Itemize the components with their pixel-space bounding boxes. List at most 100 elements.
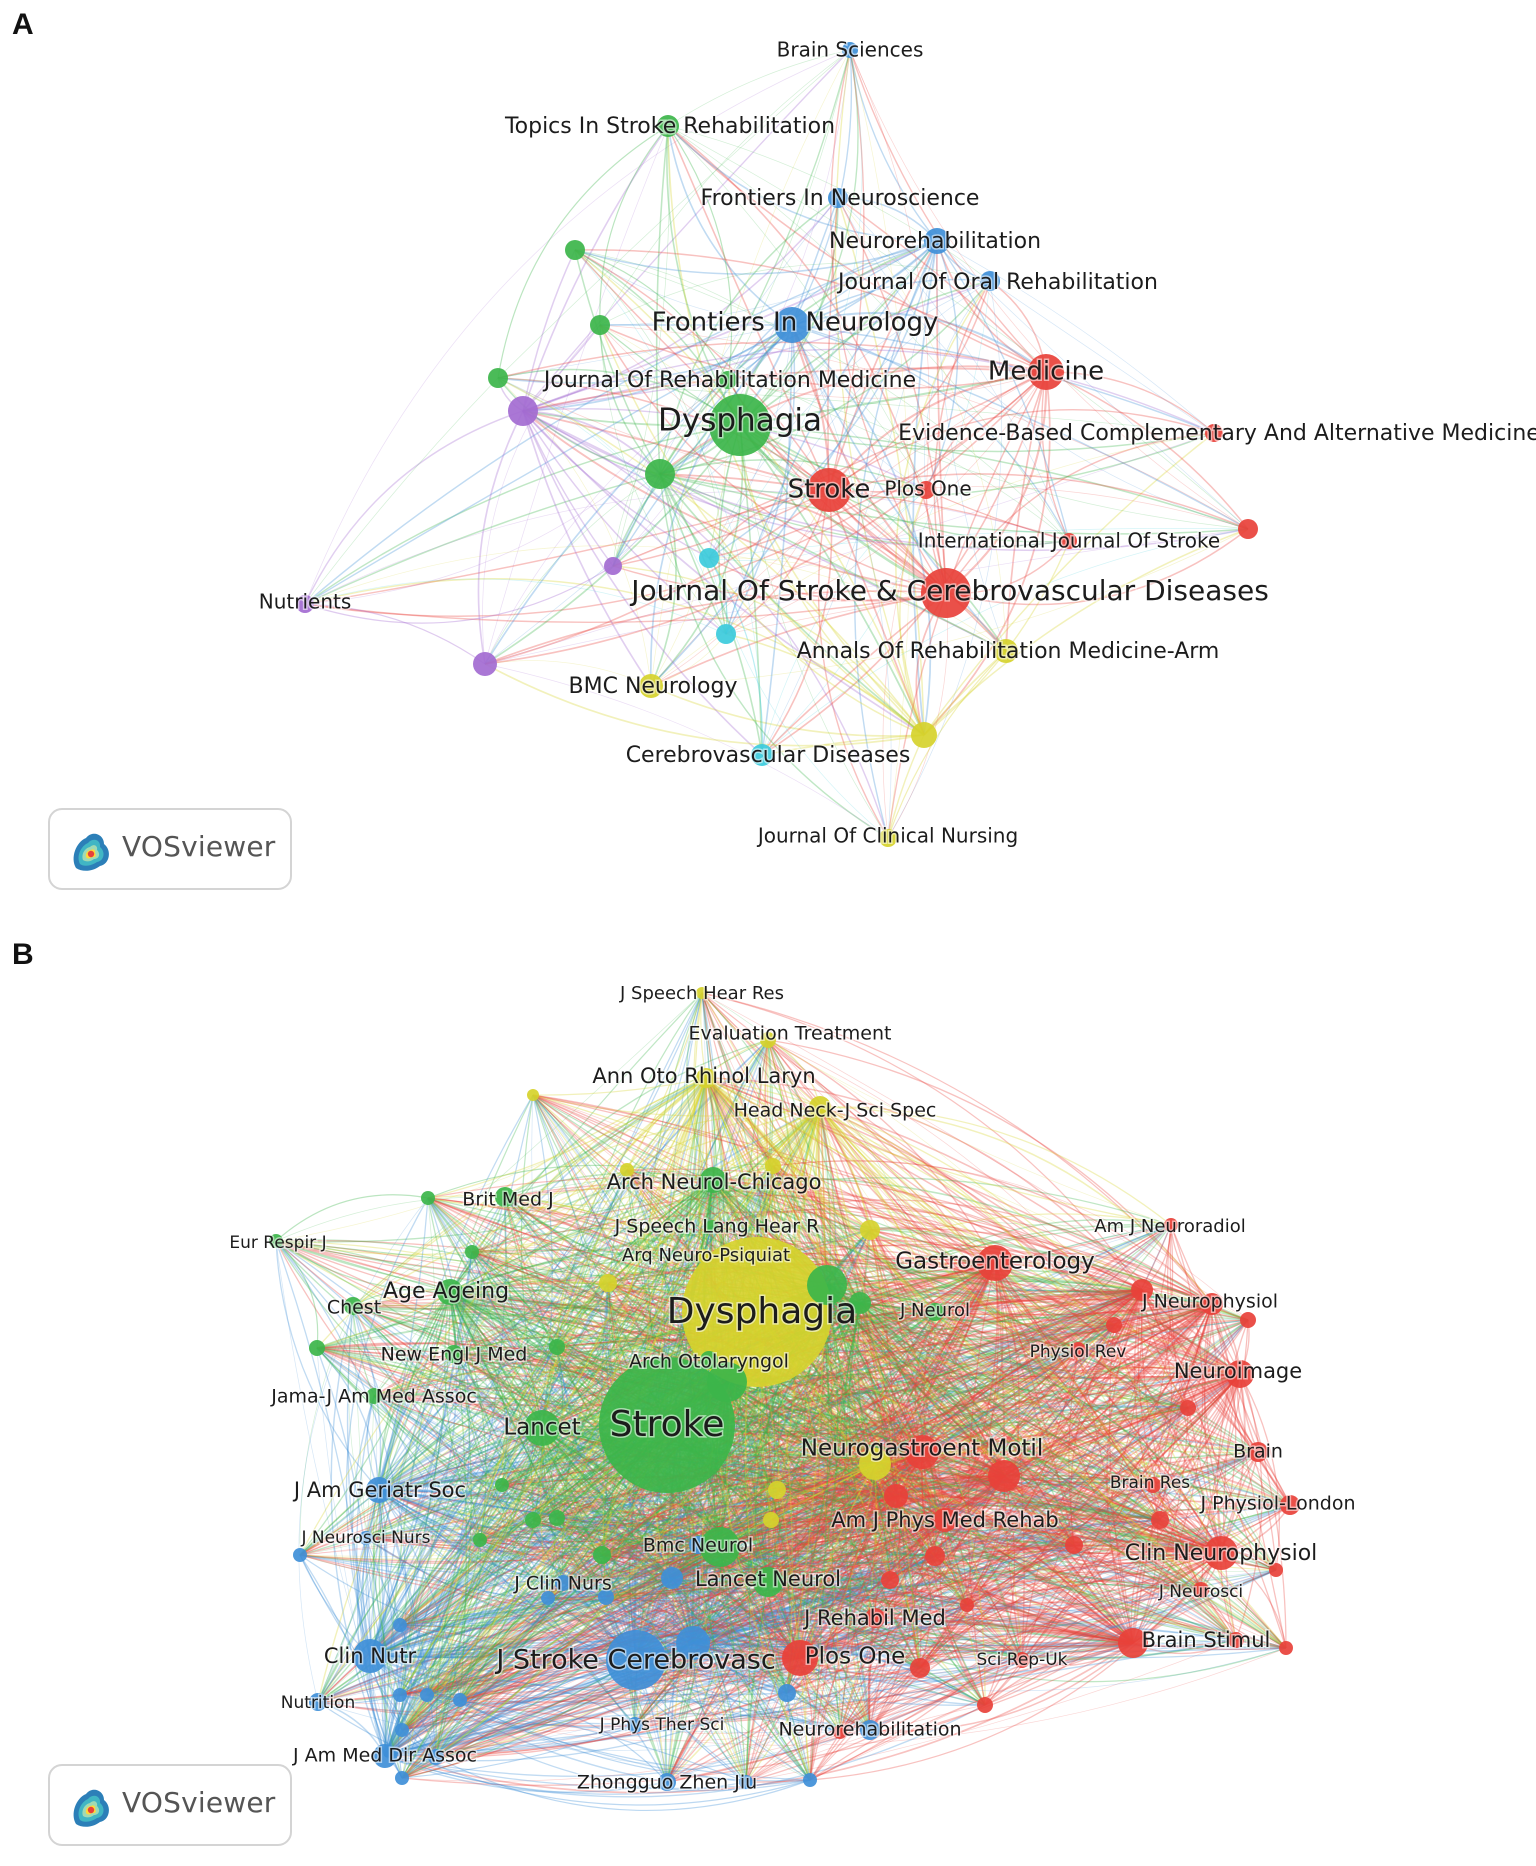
network-node[interactable] (453, 1693, 467, 1707)
network-node[interactable] (1240, 1312, 1256, 1328)
network-node[interactable] (421, 1191, 435, 1205)
node-frontiers-in-neuroscience[interactable] (828, 188, 848, 208)
node-cerebrovascular-diseases[interactable] (751, 744, 773, 766)
network-link (899, 489, 927, 736)
network-link (369, 1291, 458, 1657)
network-node[interactable] (881, 1571, 899, 1589)
label-brain-sciences: Brain Sciences (777, 38, 924, 62)
network-node[interactable] (593, 1546, 611, 1564)
network-link (426, 1500, 1291, 1696)
network-node[interactable] (395, 1723, 409, 1737)
network-link (497, 341, 1047, 379)
node-topics-in-stroke-rehabilitation[interactable] (657, 115, 679, 137)
network-node[interactable] (645, 459, 675, 489)
node-neurorehabilitation[interactable] (924, 228, 950, 254)
network-link (708, 371, 1047, 559)
network-node[interactable] (465, 1245, 479, 1259)
network-link (791, 324, 1070, 542)
network-node[interactable] (525, 1512, 541, 1528)
network-node[interactable] (395, 1771, 409, 1785)
network-link (837, 197, 1070, 542)
node-frontiers-in-neurology[interactable] (774, 307, 810, 343)
network-link (859, 1302, 946, 1521)
network-node[interactable] (527, 1089, 539, 1101)
network-link (895, 1495, 1134, 1644)
network-link (522, 249, 576, 412)
network-link (541, 1427, 564, 1584)
network-node[interactable] (716, 624, 736, 644)
network-node[interactable] (488, 368, 508, 388)
label-arq-neuro-psiquiat: Arq Neuro-Psiquiat (622, 1245, 790, 1266)
network-link (895, 1373, 1241, 1497)
network-node[interactable] (599, 1274, 617, 1292)
network-node[interactable] (604, 557, 622, 575)
network-node[interactable] (911, 722, 937, 748)
node-journal-of-rehabilitation-medicine[interactable] (719, 371, 737, 389)
network-node[interactable] (884, 1484, 908, 1508)
node-plos-one[interactable] (917, 481, 935, 499)
network-node[interactable] (803, 1773, 817, 1787)
node-stroke[interactable] (807, 468, 851, 512)
network-node[interactable] (1151, 1511, 1169, 1529)
node-international-journal-of-stroke[interactable] (1061, 533, 1077, 549)
network-node[interactable] (699, 548, 719, 568)
network-node[interactable] (393, 1618, 407, 1632)
network-node[interactable] (1065, 1536, 1083, 1554)
network-node[interactable] (661, 1567, 683, 1589)
network-node[interactable] (925, 1546, 945, 1566)
network-node[interactable] (473, 652, 497, 676)
network-link (692, 1504, 1291, 1644)
node-journal-of-clinical-nursing[interactable] (879, 829, 897, 847)
network-link (859, 1219, 1172, 1304)
network-link (701, 992, 936, 1313)
network-node[interactable] (565, 240, 585, 260)
network-node[interactable] (977, 1697, 993, 1713)
network-node[interactable] (393, 1688, 407, 1702)
network-link (655, 125, 669, 475)
network-node[interactable] (420, 1688, 434, 1702)
network-node[interactable] (495, 1478, 509, 1492)
network-link (944, 1519, 1222, 1564)
network-link (477, 410, 524, 665)
label-clin-neurophysiol: Clin Neurophysiol (1125, 1541, 1318, 1566)
network-link (692, 1544, 1222, 1644)
network-link (352, 1077, 707, 1307)
network-node[interactable] (549, 1510, 565, 1526)
network-node[interactable] (910, 1658, 930, 1678)
network-node[interactable] (590, 315, 610, 335)
network-link (365, 1537, 1134, 1644)
network-node[interactable] (1180, 1400, 1196, 1416)
node-medicine[interactable] (1028, 354, 1064, 390)
network-link (484, 125, 669, 665)
node-nutrients[interactable] (296, 595, 314, 613)
network-link (692, 1106, 837, 1644)
network-link (453, 1353, 1134, 1644)
network-node[interactable] (293, 1548, 307, 1562)
network-node[interactable] (549, 1339, 565, 1355)
network-node[interactable] (768, 1481, 786, 1499)
network-link (686, 992, 714, 1181)
node-journal-of-oral-rehabilitation[interactable] (980, 271, 1000, 291)
network-node[interactable] (508, 396, 538, 426)
network-node[interactable] (1279, 1641, 1293, 1655)
node-dysphagia[interactable] (709, 394, 771, 456)
node-evidence-based-complementary-and-alternative-medicine[interactable] (1205, 424, 1223, 442)
network-link (874, 1311, 937, 1465)
network-link (726, 1381, 876, 1619)
network-node[interactable] (1238, 519, 1258, 539)
label-dysphagia: Dysphagia (667, 1291, 857, 1332)
node-annals-of-rehabilitation-medicine-arm[interactable] (994, 639, 1018, 663)
network-node[interactable] (309, 1340, 325, 1356)
network-node[interactable] (988, 1460, 1020, 1492)
network-node[interactable] (1106, 1317, 1122, 1333)
node-brain-sciences[interactable] (842, 42, 858, 58)
network-node[interactable] (763, 1512, 779, 1528)
network-node[interactable] (960, 1598, 974, 1612)
network-node[interactable] (473, 1533, 487, 1547)
network-node[interactable] (778, 1684, 796, 1702)
node-bmc-neurology[interactable] (639, 674, 663, 698)
network-link (449, 1286, 1291, 1506)
node-journal-of-stroke-and-cerebrovascular-diseases[interactable] (921, 568, 971, 618)
network-link (666, 1424, 1277, 1586)
network-node[interactable] (860, 1220, 880, 1240)
